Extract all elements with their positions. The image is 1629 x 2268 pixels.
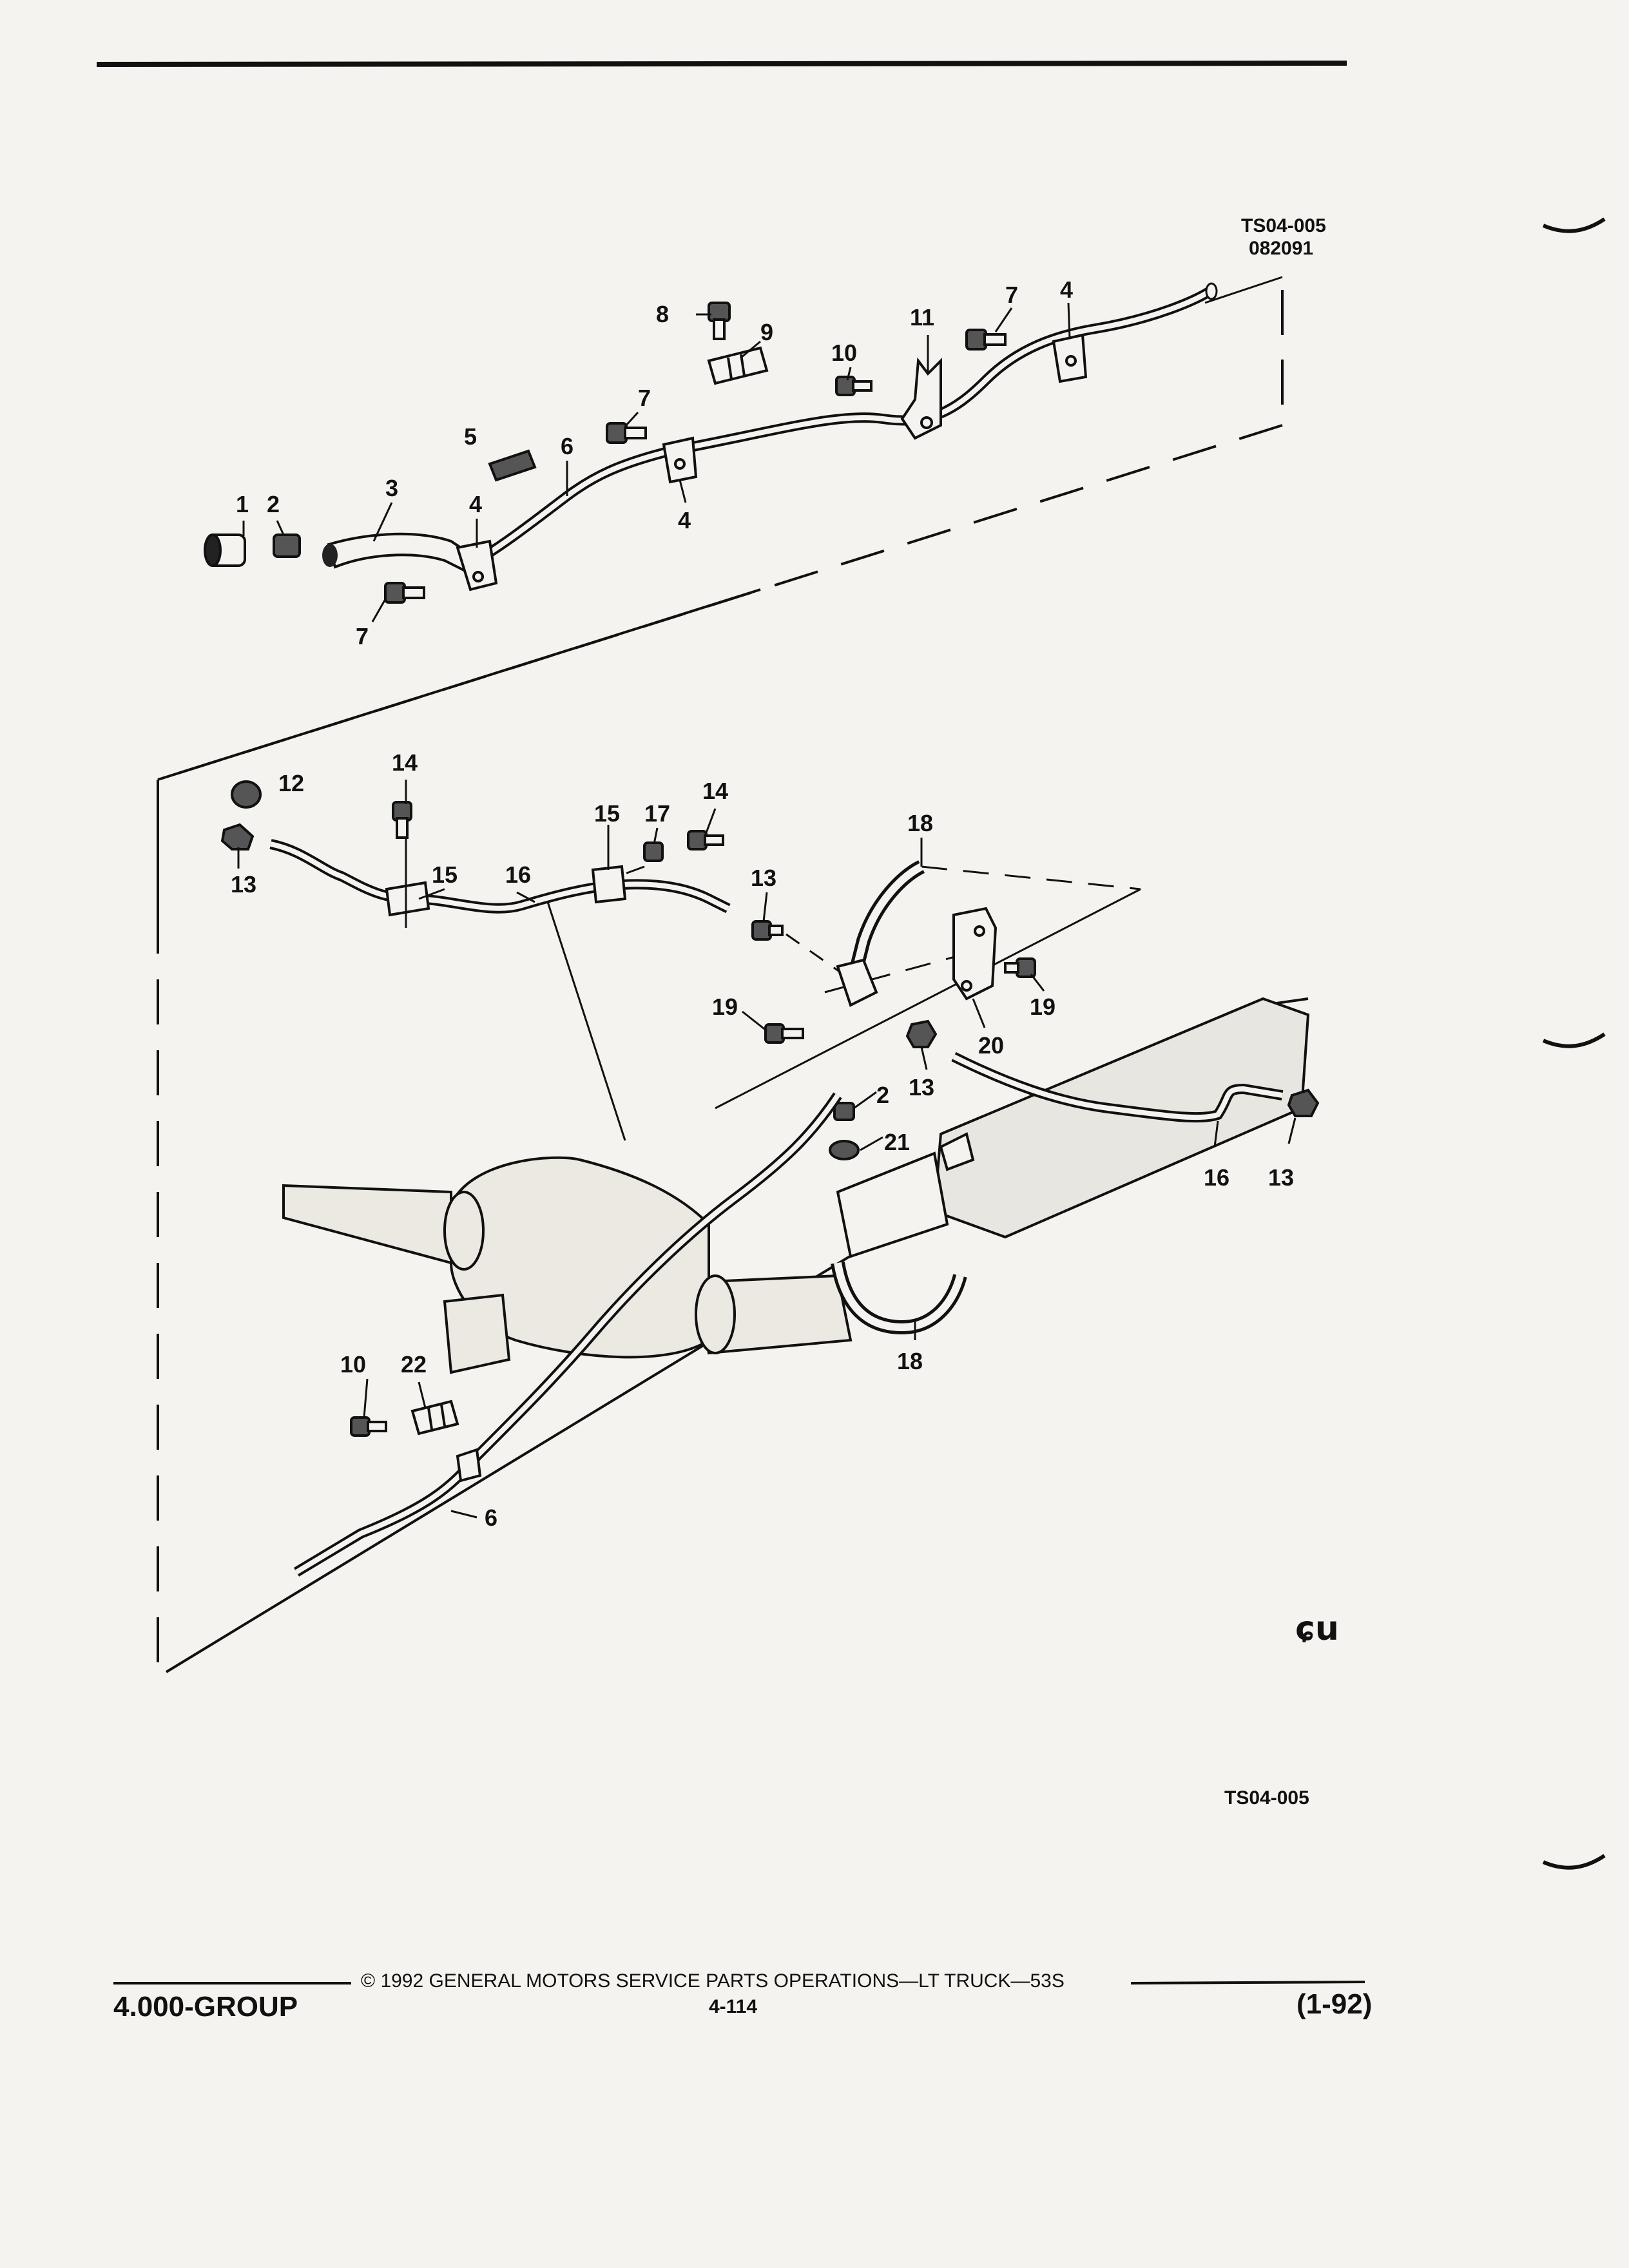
callout-18: 18 xyxy=(897,1348,923,1374)
leaders-lower-left xyxy=(237,780,717,928)
part-22-clip xyxy=(410,1399,459,1436)
part-18-hose-upper xyxy=(850,860,925,968)
part-5-retainer xyxy=(488,449,537,482)
part-15-clip-left xyxy=(385,881,430,917)
part-15-clip-right xyxy=(591,865,627,904)
copyright-notice: © 1992 GENERAL MOTORS SERVICE PARTS OPER… xyxy=(361,1970,1065,1992)
part-19-bolt-right xyxy=(1004,957,1036,978)
callout-5: 5 xyxy=(464,423,477,450)
callout-2: 2 xyxy=(876,1082,889,1108)
callout-13: 13 xyxy=(751,865,776,891)
part-3-hose-end xyxy=(322,544,338,567)
part-7-bolt-2 xyxy=(606,422,647,444)
part-13-bolt-mid xyxy=(751,920,784,941)
part-6-brake-pipe-upper xyxy=(474,285,1215,565)
part-4-clip-center xyxy=(662,436,698,484)
binder-marks xyxy=(1542,217,1606,1870)
callout-20: 20 xyxy=(978,1032,1004,1059)
callout-14: 14 xyxy=(702,778,728,804)
leaders-upper xyxy=(242,302,1071,622)
callout-12: 12 xyxy=(278,770,304,796)
page-number: 4-114 xyxy=(709,1996,758,2017)
part-20-bracket xyxy=(952,907,998,1001)
part-1-fitting xyxy=(204,533,246,567)
callout-19: 19 xyxy=(712,994,738,1020)
callout-22: 22 xyxy=(401,1351,427,1378)
drawing-code-top: TS04-005 xyxy=(1241,215,1326,236)
part-14-bolt-right xyxy=(687,830,724,850)
callout-11: 11 xyxy=(910,304,934,331)
part-2-nut xyxy=(273,533,301,558)
pipe-clip-lower xyxy=(456,1448,482,1483)
callout-7: 7 xyxy=(1005,282,1018,308)
callout-15: 15 xyxy=(432,861,458,888)
callout-16: 16 xyxy=(1204,1164,1229,1191)
callout-9: 9 xyxy=(760,319,773,345)
rear-axle-housing xyxy=(282,1156,853,1374)
part-21-washer xyxy=(829,1140,860,1160)
callout-21: 21 xyxy=(884,1129,910,1155)
top-rule xyxy=(96,61,1347,67)
callout-4: 4 xyxy=(1060,276,1073,303)
part-4-clip-left xyxy=(456,539,498,591)
leaders-lower-right xyxy=(363,838,1296,1519)
part-13-nut-left xyxy=(220,823,255,850)
callout-16: 16 xyxy=(505,861,531,888)
part-13-nut-center xyxy=(905,1019,938,1048)
callout-7: 7 xyxy=(638,385,651,411)
part-4-clip-right xyxy=(1052,333,1088,383)
callout-14: 14 xyxy=(392,749,418,776)
callout-4: 4 xyxy=(469,491,482,517)
part-10-bolt-upper xyxy=(835,376,872,396)
callout-18: 18 xyxy=(907,810,933,836)
upper-boundary-leader xyxy=(1204,276,1283,304)
drawing-code-bottom: TS04-005 xyxy=(1224,1787,1309,1809)
callout-17: 17 xyxy=(644,800,670,827)
part-11-bracket xyxy=(900,357,942,440)
callout-6: 6 xyxy=(561,433,574,459)
callout-13: 13 xyxy=(231,871,256,898)
date-code: 082091 xyxy=(1249,238,1313,259)
callout-labels: 1 2 3 4 4 4 5 6 6 7 7 7 8 9 10 10 11 12 … xyxy=(231,276,1294,1531)
callout-1: 1 xyxy=(236,491,249,517)
part-7-bolt-3 xyxy=(965,329,1007,351)
callout-6: 6 xyxy=(485,1504,497,1531)
part-7-bolt-1 xyxy=(384,582,425,604)
revision-date: (1-92) xyxy=(1296,1988,1373,2020)
footer-rule-right xyxy=(1130,1981,1365,1984)
callout-7: 7 xyxy=(356,623,369,649)
part-8-bolt xyxy=(708,302,731,340)
rear-bracket xyxy=(836,1132,975,1258)
group-label: 4.000-GROUP xyxy=(113,1991,298,2023)
callout-13: 13 xyxy=(1268,1164,1294,1191)
part-2-nut-lower xyxy=(833,1102,855,1121)
callout-13: 13 xyxy=(909,1074,934,1100)
part-3-hose xyxy=(327,532,472,572)
callout-8: 8 xyxy=(656,301,669,327)
callout-15: 15 xyxy=(594,800,620,827)
callout-3: 3 xyxy=(385,475,398,501)
part-13-nut-right xyxy=(1287,1088,1320,1117)
callout-4: 4 xyxy=(678,507,691,533)
callout-19: 19 xyxy=(1030,994,1055,1020)
part-9-clip xyxy=(707,346,769,385)
part-18-hose-lower xyxy=(831,1262,967,1335)
callout-10: 10 xyxy=(340,1351,366,1378)
part-17-nut xyxy=(643,841,664,862)
part-12-cap xyxy=(231,780,262,809)
callout-2: 2 xyxy=(267,491,280,517)
part-19-bolt-left xyxy=(764,1023,804,1044)
callout-10: 10 xyxy=(831,340,857,366)
part-10-bolt-lower xyxy=(350,1416,387,1437)
part-14-bolt-left xyxy=(392,801,412,839)
publisher-logo: ɕu xyxy=(1295,1610,1339,1648)
hose-fitting xyxy=(836,958,878,1007)
